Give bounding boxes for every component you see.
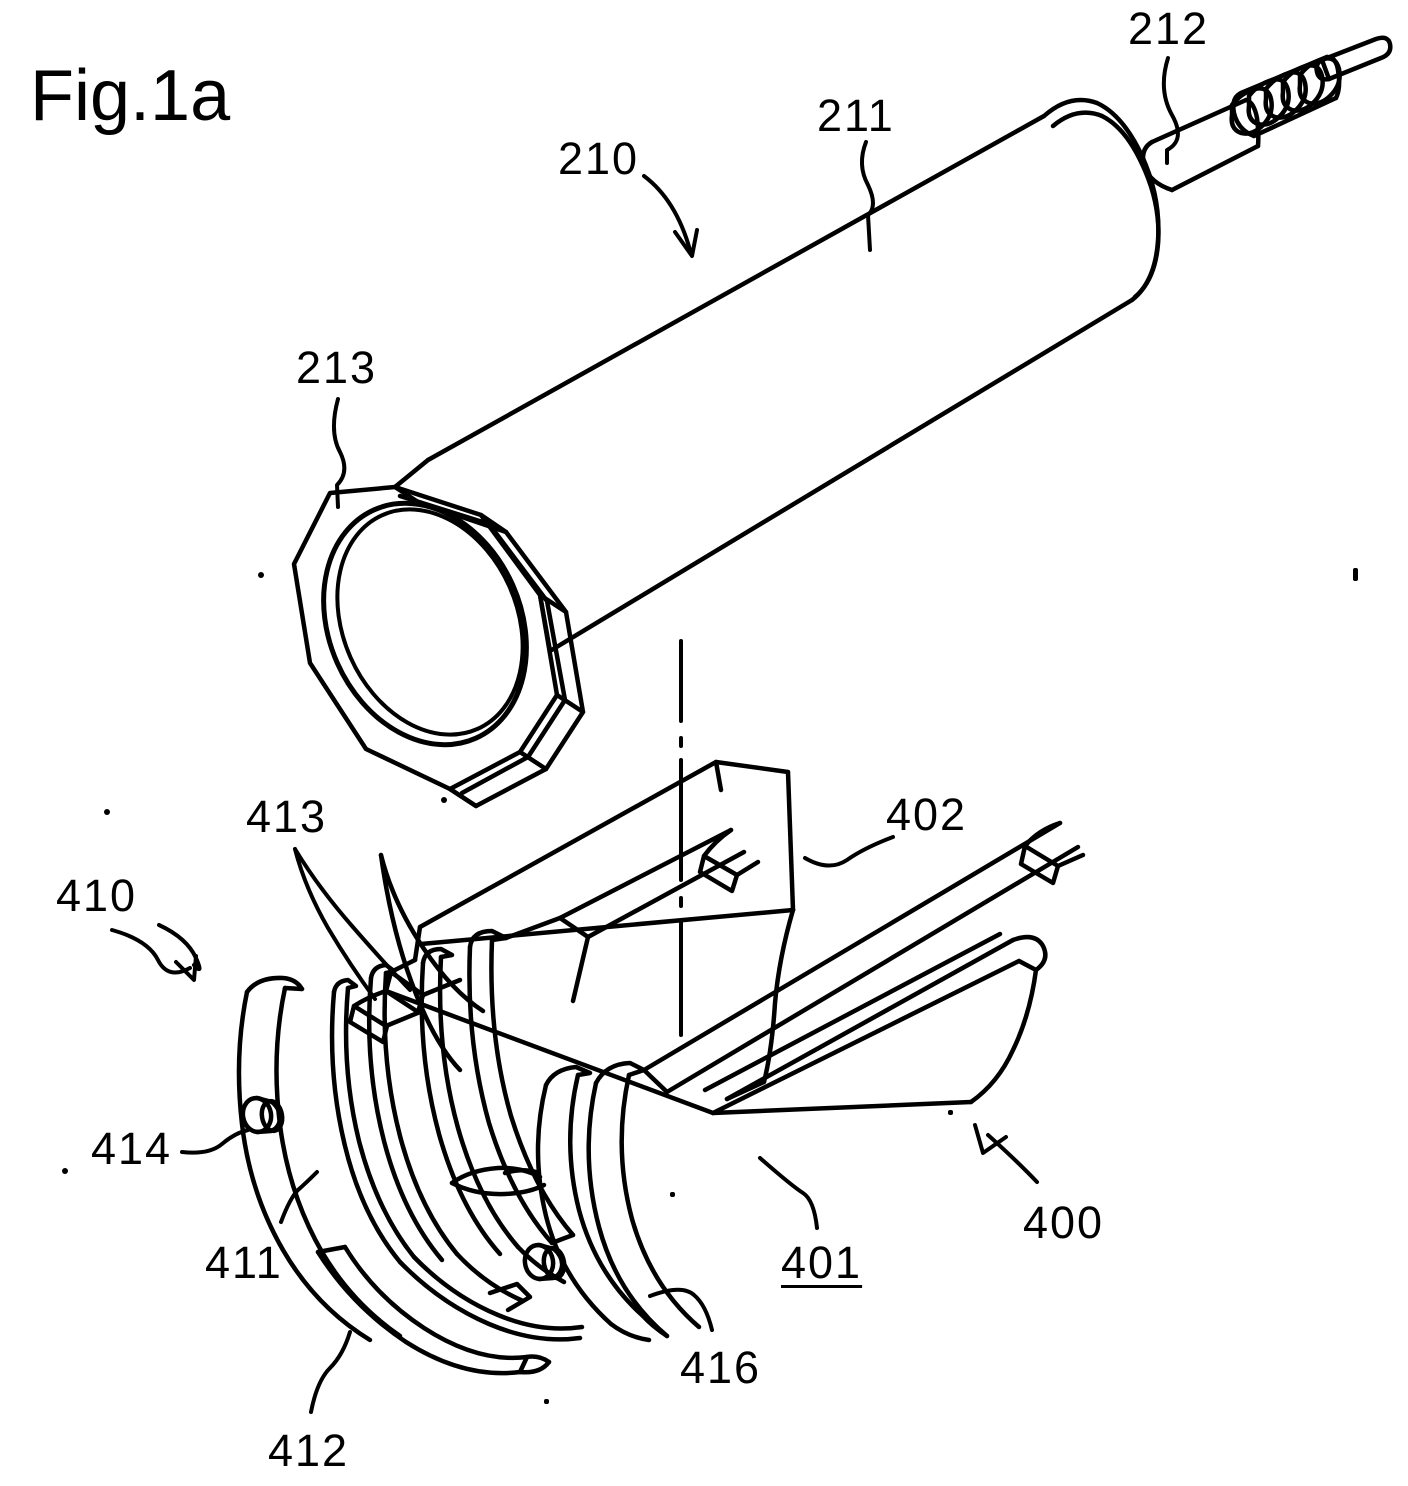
upper-block-402 — [383, 759, 796, 1102]
leader-411 — [279, 1170, 319, 1224]
scan-artifacts — [62, 568, 1358, 1404]
figure-title: Fig.1a — [30, 56, 231, 136]
nozzle-shoulder — [1140, 97, 1261, 193]
barrel-end-cap — [1041, 97, 1161, 303]
ref-label-411: 411 — [205, 1237, 283, 1288]
ref-label-212: 212 — [1128, 3, 1210, 54]
right-jaw-416 — [449, 820, 1086, 1343]
leader-410 — [110, 923, 202, 982]
leader-401 — [758, 1156, 819, 1230]
housing-body-401 — [347, 931, 1048, 1116]
threaded-neck — [1229, 54, 1342, 139]
leader-211 — [860, 140, 875, 252]
ref-label-400: 400 — [1023, 1197, 1105, 1248]
leader-416 — [648, 1287, 714, 1332]
ref-label-413: 413 — [246, 791, 328, 842]
leader-210 — [642, 174, 699, 258]
blade-fins-413 — [329, 852, 591, 1265]
upper-connector-arm — [557, 827, 761, 940]
leader-413 — [293, 847, 412, 1001]
octagon-flange-213 — [291, 484, 586, 809]
ref-label-412: 412 — [268, 1425, 350, 1476]
jaw-bottom-web — [397, 1244, 585, 1342]
callout-leaders — [110, 56, 1180, 1414]
pivot-pin-414 — [240, 1095, 285, 1135]
ref-label-211: 211 — [817, 90, 895, 141]
ref-label-402: 402 — [886, 789, 968, 840]
ref-label-410: 410 — [56, 870, 138, 921]
flange-barrel-joint — [392, 457, 553, 654]
leader-400 — [973, 1123, 1039, 1184]
leader-213 — [332, 397, 347, 509]
ref-label-414: 414 — [91, 1123, 173, 1174]
leader-412 — [309, 1330, 352, 1414]
flange-bore-opening — [321, 500, 529, 748]
ref-label-401: 401 — [781, 1237, 863, 1288]
ref-label-213: 213 — [296, 342, 378, 393]
leader-402 — [803, 835, 895, 868]
ref-label-210: 210 — [558, 133, 640, 184]
lower-rim-412 — [315, 1244, 552, 1376]
ref-label-416: 416 — [680, 1342, 762, 1393]
clamp-assembly-410 — [236, 820, 1086, 1376]
barrel-body-211 — [425, 113, 1135, 654]
leader-414 — [180, 1128, 250, 1155]
leader-212 — [1161, 56, 1180, 165]
cartridge-assembly-210 — [291, 35, 1393, 809]
